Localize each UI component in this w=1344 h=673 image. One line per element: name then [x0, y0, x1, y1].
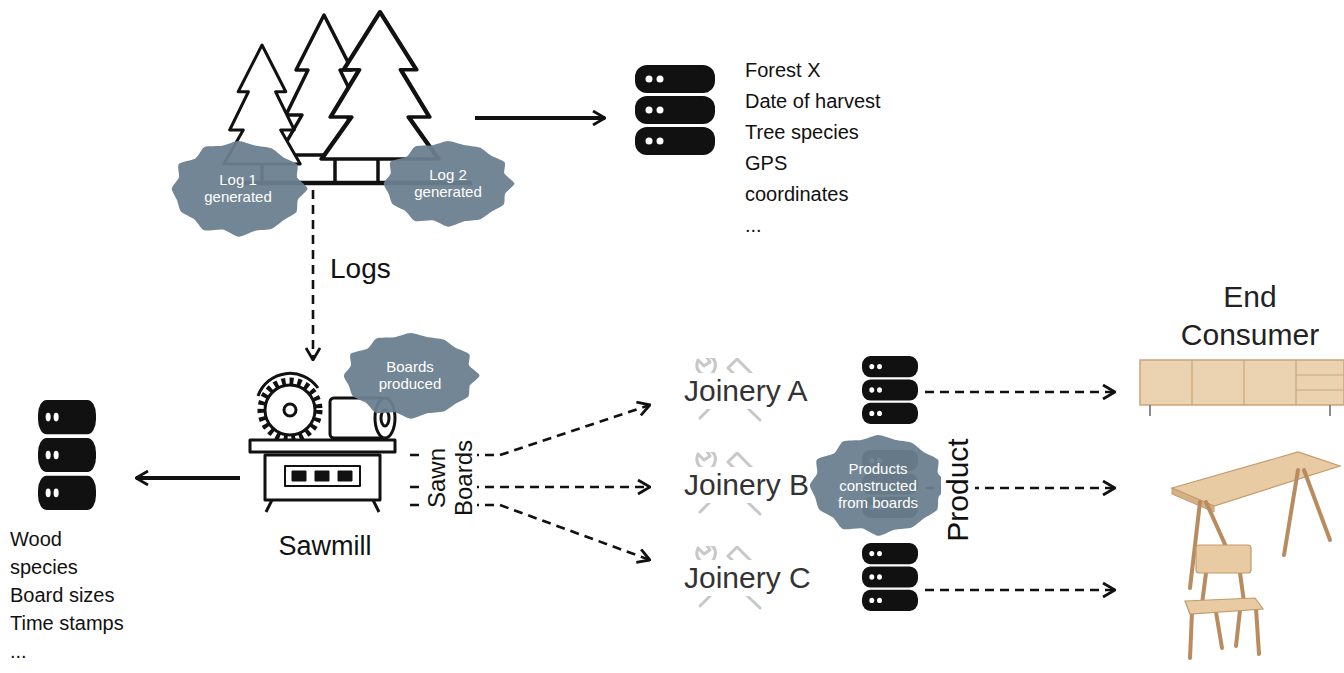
flow-label: Logs	[330, 252, 391, 286]
sideboard-panel	[1243, 360, 1244, 405]
saw-hub	[284, 404, 296, 416]
burst-text: Products constructed from boards	[835, 460, 921, 511]
sideboard-panel	[1191, 360, 1192, 405]
node-text: Date of harvest	[745, 86, 895, 117]
control-panel	[285, 466, 360, 486]
burst-outline	[384, 140, 515, 226]
database-icon	[635, 65, 715, 155]
flow-arrow-dashed	[925, 589, 1115, 592]
data-arrow	[136, 476, 240, 480]
chair-legs	[1190, 573, 1259, 658]
database-record: Forest XDate of harvestTree speciesGPS c…	[605, 55, 905, 250]
saw-body	[265, 455, 380, 500]
table-legs	[1190, 470, 1330, 588]
data-arrow	[475, 116, 605, 120]
node-text: End Consumer	[1160, 278, 1340, 354]
joinery-station: Joinery A	[650, 355, 925, 427]
event-burst: Log 2 generated	[383, 141, 513, 226]
station-name: Joinery A	[680, 373, 811, 409]
station-name: Joinery C	[680, 560, 815, 596]
node-text: Forest X	[745, 55, 895, 86]
node-text: GPS coordinates	[745, 148, 895, 210]
saw-blade	[265, 385, 315, 435]
sideboard-picture	[1140, 360, 1344, 416]
joinery-station: Joinery C	[650, 540, 925, 615]
database-icon	[862, 356, 918, 424]
burst-text: Log 2 generated	[408, 166, 488, 200]
database-record: Wood speciesBoard sizesTime stamps...	[8, 398, 136, 668]
consumer-column: End Consumer	[1115, 275, 1340, 665]
flow-label: Sawn Boards	[423, 433, 477, 523]
chair-back	[1196, 545, 1251, 573]
control-button	[315, 471, 329, 481]
event-burst: Products constructed from boards	[809, 435, 947, 535]
flow-arrow-dashed	[312, 190, 315, 360]
event-burst: Boards produced	[343, 333, 478, 418]
node-text: ...	[10, 637, 131, 665]
node-text: Board sizes	[10, 581, 131, 609]
burst-outline	[343, 332, 479, 418]
saw-teeth	[261, 381, 319, 439]
flow-label: Product	[941, 425, 975, 555]
burst-text: Boards produced	[370, 358, 450, 392]
burst-outline	[810, 435, 949, 536]
node-text: ...	[745, 210, 895, 241]
pine-tree	[322, 12, 439, 159]
node-text: Time stamps	[10, 609, 131, 637]
sideboard-leg	[1149, 405, 1151, 416]
burst-text: Log 1 generated	[198, 171, 278, 205]
sideboard-body	[1140, 360, 1344, 405]
control-button	[338, 471, 352, 481]
saw-leg	[266, 500, 272, 512]
blade-guard	[258, 373, 318, 396]
chair-picture	[1185, 545, 1263, 658]
node-text: Tree species	[745, 117, 895, 148]
burst-outline	[171, 140, 307, 236]
node-text: Wood species	[10, 525, 131, 581]
sideboard-leg	[1329, 405, 1331, 416]
station-name: Joinery B	[680, 467, 813, 503]
sideboard-drawer	[1296, 374, 1344, 375]
sideboard-drawer	[1296, 389, 1344, 390]
station-name: Sawmill	[275, 530, 374, 562]
database-icon	[862, 543, 918, 611]
event-burst: Log 1 generated	[171, 141, 306, 236]
chair-seat	[1185, 598, 1263, 614]
sideboard-panel	[1295, 360, 1296, 405]
saw-table	[250, 440, 395, 452]
database-icon	[38, 400, 96, 510]
control-button	[292, 471, 306, 481]
flow-arrow-dashed	[925, 391, 1115, 394]
saw-leg	[373, 500, 379, 512]
table-picture	[1172, 452, 1340, 588]
